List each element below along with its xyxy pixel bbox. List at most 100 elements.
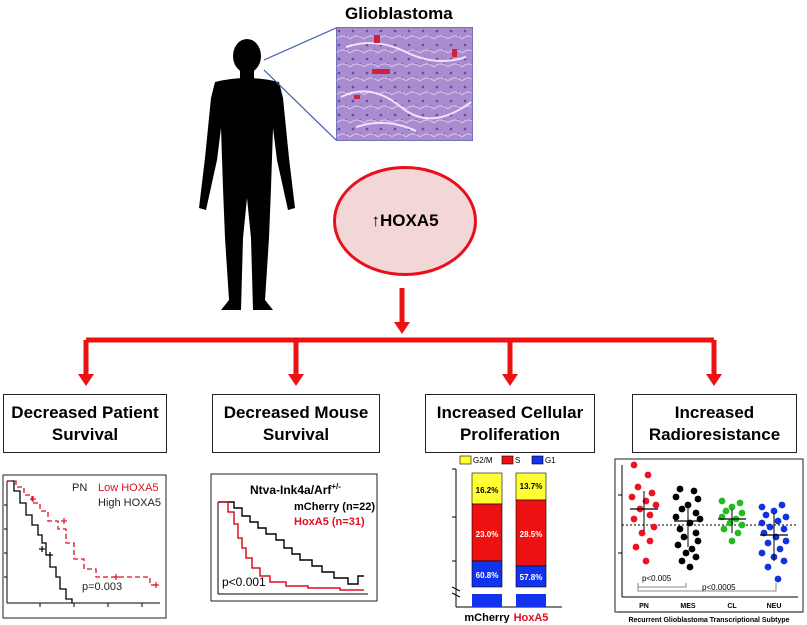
dot-mes-14 — [674, 541, 682, 549]
dot-mes-16 — [682, 549, 690, 557]
dot-mes-19 — [686, 563, 694, 571]
dot-mes-17 — [692, 553, 700, 561]
panel2-pvalue: p<0.001 — [222, 575, 266, 589]
dot-pn-8 — [646, 511, 654, 519]
panel1-low-label: Low HOXA5 — [98, 482, 159, 494]
legend-g1-label: G1 — [545, 456, 556, 465]
hoxa5-node: ↑HOXA5 — [333, 166, 477, 276]
panel1-pvalue: p=0.003 — [82, 581, 122, 593]
dot-pn-14 — [642, 557, 650, 565]
dot-pn-2 — [634, 483, 642, 491]
bar-hoxa5-g1-base — [516, 594, 546, 607]
bar-mcherry-g1-label: 60.8% — [476, 571, 499, 580]
dot-neu-18 — [774, 575, 782, 583]
panel1-high-label: High HOXA5 — [98, 497, 161, 509]
dot-mes-10 — [676, 525, 684, 533]
dot-cl-11 — [728, 537, 736, 545]
dot-mes-3 — [694, 495, 702, 503]
dot-neu-1 — [778, 501, 786, 509]
dot-mes-1 — [690, 487, 698, 495]
dot-cl-4 — [738, 509, 746, 517]
dot-cl-10 — [734, 529, 742, 537]
dot-mes-0 — [676, 485, 684, 493]
legend-g2m-label: G2/M — [473, 456, 493, 465]
bar-hoxa5-g1-label: 57.8% — [520, 573, 543, 582]
dot-neu-16 — [780, 557, 788, 565]
panel-mouse-km: Ntva-Ink4a/Arf+/- mCherry (n=22) HoxA5 (… — [210, 473, 378, 602]
hoxa5-label: ↑HOXA5 — [371, 211, 439, 230]
bar-mcherry-g1 — [471, 560, 503, 588]
dot-mes-7 — [672, 513, 680, 521]
dot-cl-3 — [722, 507, 730, 515]
bar-hoxa5-g1 — [515, 565, 547, 588]
bar-hoxa5-s — [515, 499, 547, 567]
panel4-p2: p<0.0005 — [702, 583, 736, 592]
human-silhouette-icon — [199, 39, 295, 310]
bar-hoxa5-g2m-label: 13.7% — [520, 482, 543, 491]
xlabel-mcherry: mCherry — [464, 612, 510, 623]
legend-g2m-swatch — [459, 455, 472, 465]
bar-hoxa5-s-label: 28.5% — [520, 530, 543, 539]
dot-pn-6 — [652, 501, 660, 509]
dot-neu-5 — [774, 517, 782, 525]
panel4-xlabel: Recurrent Glioblastoma Transcriptional S… — [628, 617, 789, 624]
dot-neu-11 — [782, 537, 790, 545]
dot-cl-0 — [718, 497, 726, 505]
panel2-model: Ntva-Ink4a/Arf+/- — [250, 482, 341, 497]
panel-patient-km: PN Low HOXA5 High HOXA5 p=0.003 — [2, 474, 167, 619]
dot-pn-0 — [630, 461, 638, 469]
panel4-group-cl: CL — [727, 603, 737, 610]
dot-mes-15 — [688, 545, 696, 553]
panel-proliferation: G2/M S G1 16.2% 23.0% 60.8% 13.7% 28.5% … — [451, 455, 562, 623]
dot-pn-12 — [646, 537, 654, 545]
page-title: Glioblastoma — [345, 4, 453, 23]
box-patient-survival: Decreased Patient Survival — [3, 394, 167, 453]
panel4-group-pn: PN — [639, 603, 649, 610]
box-mouse-survival: Decreased Mouse Survival — [212, 394, 380, 453]
histology-image — [336, 27, 473, 141]
box-radioresistance: Increased Radioresistance — [632, 394, 797, 453]
legend-s-swatch — [501, 455, 514, 465]
zoom-lines — [263, 27, 337, 141]
box-proliferation: Increased Cellular Proliferation — [425, 394, 595, 453]
dot-neu-8 — [780, 525, 788, 533]
panel4-p1: p<0.005 — [642, 574, 672, 583]
dot-cl-8 — [738, 521, 746, 529]
dot-mes-18 — [678, 557, 686, 565]
dot-pn-9 — [630, 515, 638, 523]
dot-mes-5 — [678, 505, 686, 513]
dot-mes-6 — [692, 509, 700, 517]
dot-neu-13 — [776, 545, 784, 553]
legend-g1-swatch — [531, 455, 544, 465]
connector-tree — [78, 288, 722, 386]
dot-cl-2 — [728, 503, 736, 511]
xlabel-hoxa5: HoxA5 — [514, 612, 549, 623]
bar-mcherry-g2m — [471, 472, 503, 505]
panel2-series2: HoxA5 (n=31) — [294, 516, 365, 528]
dot-pn-10 — [650, 523, 658, 531]
bar-mcherry-g1-base — [472, 594, 502, 607]
dot-neu-4 — [782, 513, 790, 521]
panel1-group: PN — [72, 482, 87, 494]
bar-mcherry-s — [471, 503, 503, 562]
bar-mcherry-g2m-label: 16.2% — [476, 486, 499, 495]
panel4-group-neu: NEU — [767, 603, 782, 610]
dot-pn-1 — [644, 471, 652, 479]
dot-mes-2 — [672, 493, 680, 501]
dot-pn-4 — [628, 493, 636, 501]
dot-pn-11 — [638, 529, 646, 537]
dot-cl-9 — [720, 525, 728, 533]
dot-neu-2 — [770, 507, 778, 515]
bar-mcherry-s-label: 23.0% — [476, 530, 499, 539]
bar-hoxa5-g2m — [515, 472, 547, 501]
dot-pn-3 — [648, 489, 656, 497]
dot-neu-7 — [766, 523, 774, 531]
panel4-group-mes: MES — [680, 603, 696, 610]
dot-mes-12 — [680, 533, 688, 541]
dot-mes-13 — [694, 537, 702, 545]
dot-neu-17 — [764, 563, 772, 571]
dot-neu-12 — [764, 539, 772, 547]
dot-neu-3 — [762, 511, 770, 519]
legend-s-label: S — [515, 456, 520, 465]
dot-cl-1 — [736, 499, 744, 507]
